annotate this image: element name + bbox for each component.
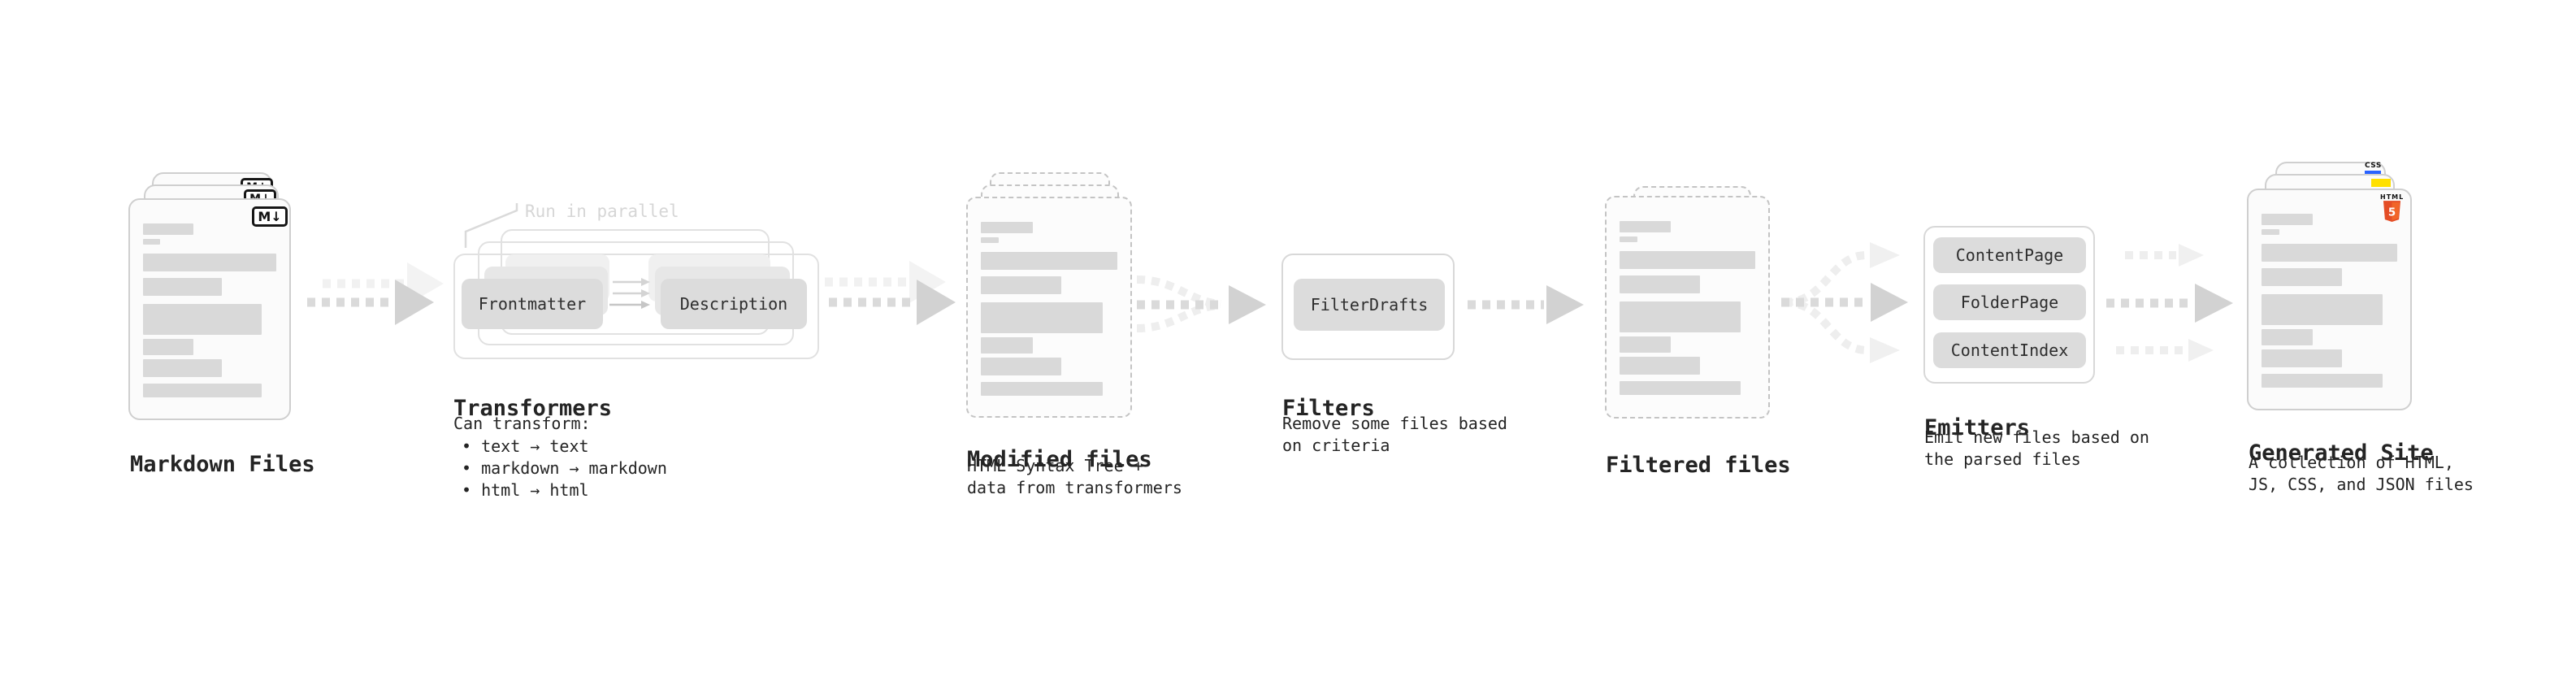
doc-line xyxy=(143,359,222,377)
doc-line xyxy=(1620,301,1741,332)
css-badge-bar xyxy=(2365,171,2382,174)
arrow-modified-files-to-filters xyxy=(1136,275,1266,332)
arrow-filters-to-filtered-files xyxy=(1468,285,1584,324)
emitters-container xyxy=(1923,226,2095,384)
document-text-placeholder xyxy=(2262,214,2397,388)
doc-line xyxy=(1620,221,1672,232)
doc-line xyxy=(981,276,1062,294)
doc-line xyxy=(2262,294,2383,325)
doc-line xyxy=(1620,236,1637,242)
doc-line xyxy=(143,339,194,355)
arrow-filtered-files-to-emitters xyxy=(1781,242,1908,363)
transformers-capability-list: text → text markdown → markdown html → h… xyxy=(453,436,667,501)
doc-line xyxy=(2262,349,2342,367)
doc-line xyxy=(143,254,276,271)
document-text-placeholder xyxy=(1620,221,1755,395)
arrow-transformers-to-modified-files xyxy=(825,261,956,325)
js-icon xyxy=(2371,179,2391,187)
doc-line xyxy=(2262,329,2314,345)
emitters-subtitle: Emit new files based on the parsed files xyxy=(1924,427,2149,469)
doc-line xyxy=(2262,268,2342,286)
doc-line xyxy=(2262,374,2383,388)
generated-site-subtitle: A collection of HTML, JS, CSS, and JSON … xyxy=(2249,453,2474,494)
doc-line xyxy=(1620,251,1755,269)
generated-site-title: Generated Site xyxy=(2249,440,2434,466)
capability-item: text → text xyxy=(453,436,667,458)
emitter-node-folderpage: FolderPage xyxy=(1933,284,2086,320)
emitter-node-contentpage: ContentPage xyxy=(1933,237,2086,273)
markdown-icon: M↓ xyxy=(252,206,288,227)
doc-line xyxy=(981,302,1103,333)
doc-line xyxy=(981,252,1117,270)
doc-line xyxy=(981,222,1033,233)
filter-node-filterdrafts: FilterDrafts xyxy=(1294,279,1445,331)
modified-files-subtitle: HTML Syntax Tree + data from transformer… xyxy=(967,456,1182,497)
emitters-title: Emitters xyxy=(1924,415,2031,440)
doc-line xyxy=(981,237,999,243)
doc-line xyxy=(981,382,1103,396)
css-badge-label: CSS xyxy=(2365,162,2382,170)
svg-text:5: 5 xyxy=(2388,207,2396,219)
transformer-node-frontmatter: Frontmatter xyxy=(462,279,603,329)
markdown-files-title: Markdown Files xyxy=(130,452,315,477)
doc-line xyxy=(143,239,161,245)
transformers-title: Transformers xyxy=(453,396,613,421)
doc-line xyxy=(1620,336,1672,353)
capability-item: html → html xyxy=(453,479,667,501)
doc-line xyxy=(143,223,194,235)
filters-title: Filters xyxy=(1282,396,1375,421)
doc-line xyxy=(143,304,262,335)
arrow-markdown-to-transformers xyxy=(307,262,444,325)
doc-line xyxy=(143,384,262,397)
html5-icon: HTML 5 xyxy=(2380,193,2404,222)
doc-line xyxy=(981,358,1062,375)
doc-line xyxy=(1620,275,1700,293)
document-text-placeholder xyxy=(143,223,276,397)
filters-subtitle: Remove some files based on criteria xyxy=(1282,414,1507,455)
doc-line xyxy=(1620,357,1700,375)
css-icon: CSS xyxy=(2365,163,2382,174)
filtered-files-title: Filtered files xyxy=(1606,453,1791,478)
doc-line xyxy=(1620,381,1741,395)
filters-container xyxy=(1281,254,1455,360)
document-text-placeholder xyxy=(981,222,1117,396)
doc-line xyxy=(2262,229,2279,235)
transformers-subtitle-heading: Can transform: xyxy=(453,414,591,433)
arrow-emitters-to-generated-site xyxy=(2106,244,2233,362)
modified-files-title: Modified files xyxy=(967,447,1152,472)
html5-badge-label: HTML xyxy=(2380,193,2405,201)
doc-line xyxy=(2262,244,2397,262)
transformer-node-description: Description xyxy=(661,279,807,329)
emitter-node-contentindex: ContentIndex xyxy=(1933,332,2086,368)
run-in-parallel-annotation: Run in parallel xyxy=(525,202,679,221)
doc-line xyxy=(981,337,1033,354)
html5-shield: 5 xyxy=(2383,201,2401,222)
doc-line xyxy=(143,278,222,296)
doc-line xyxy=(2262,214,2314,225)
capability-item: markdown → markdown xyxy=(453,458,667,479)
transformer-container-front xyxy=(453,254,819,359)
